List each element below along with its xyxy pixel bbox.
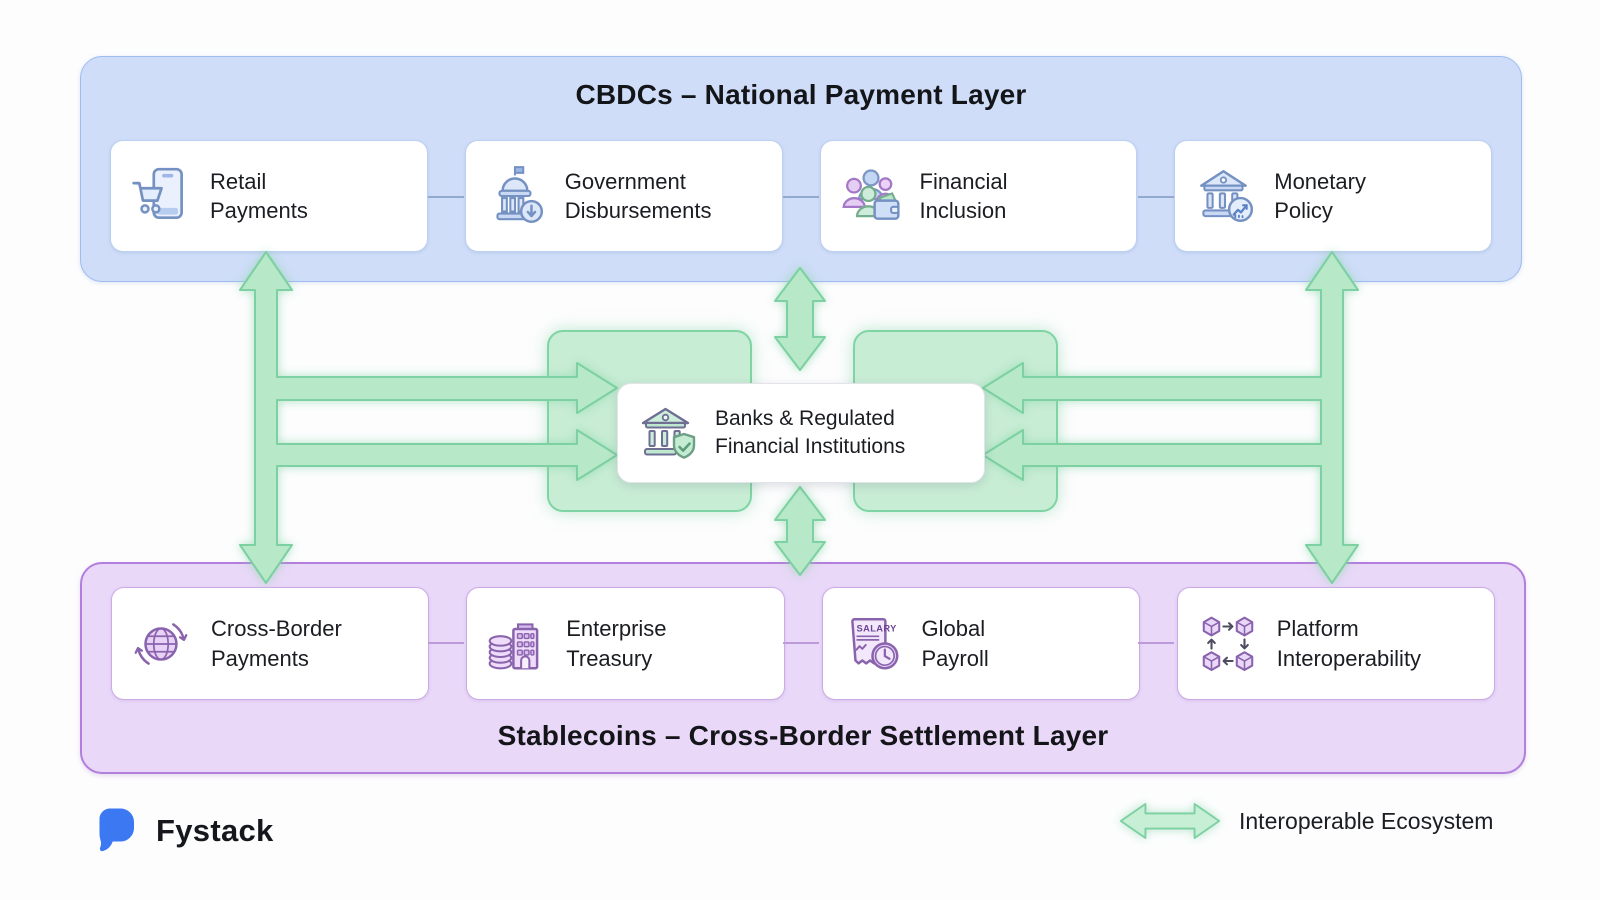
card-label: Financial Inclusion (919, 168, 1008, 223)
card-retail-payments: Retail Payments (110, 140, 428, 252)
salary-icon-text: SALARY (856, 623, 897, 633)
bank-shield-icon (636, 401, 700, 465)
cbdc-layer-title: CBDCs – National Payment Layer (575, 79, 1027, 110)
card-label: Cross-Border Payments (211, 616, 342, 671)
card-monetary-policy: Monetary Policy (1174, 140, 1492, 252)
card-cross-border-payments: Cross-Border Payments (111, 587, 430, 700)
fystack-logo-icon (92, 806, 134, 856)
card-label: Government Disbursements (564, 168, 712, 223)
card-label: Retail Payments (210, 168, 308, 223)
cbdc-card-row: Retail Payments Gove (110, 140, 1492, 252)
salary-slip-icon: SALARY (840, 611, 906, 677)
card-platform-interoperability: Platform Interoperability (1176, 587, 1495, 700)
double-arrow-icon (1118, 802, 1222, 840)
card-label: Monetary Policy (1274, 168, 1366, 223)
government-disbursements-icon (483, 163, 549, 229)
financial-inclusion-icon (838, 163, 904, 229)
cbdc-layer: CBDCs – National Payment Layer Retail Pa… (80, 56, 1522, 282)
brand-footer: Fystack (92, 806, 274, 856)
card-label: Platform Interoperability (1276, 616, 1422, 671)
legend: Interoperable Ecosystem (1118, 802, 1493, 840)
banks-hub-label: Banks & Regulated Financial Institutions (715, 406, 906, 458)
monetary-policy-icon (1192, 163, 1258, 229)
stablecoin-layer-title: Stablecoins – Cross-Border Settlement La… (497, 720, 1109, 751)
brand-name: Fystack (156, 813, 274, 848)
card-government-disbursements: Government Disbursements (464, 140, 783, 252)
card-financial-inclusion: Financial Inclusion (819, 140, 1138, 252)
stablecoin-card-row: Cross-Border Payments (111, 587, 1495, 700)
linked-cubes-icon (1195, 611, 1261, 677)
card-global-payroll: SALARY Global Payroll (821, 587, 1140, 700)
center-top-arrow (774, 267, 826, 371)
card-label: Enterprise Treasury (566, 616, 667, 671)
legend-label: Interoperable Ecosystem (1239, 807, 1494, 834)
globe-exchange-icon (129, 611, 195, 677)
banks-hub-card: Banks & Regulated Financial Institutions (617, 383, 985, 483)
card-label: Global Payroll (921, 616, 989, 671)
retail-payments-icon (128, 163, 194, 229)
treasury-building-icon (484, 611, 550, 677)
card-enterprise-treasury: Enterprise Treasury (466, 587, 785, 700)
stablecoin-layer: Cross-Border Payments (80, 562, 1526, 774)
